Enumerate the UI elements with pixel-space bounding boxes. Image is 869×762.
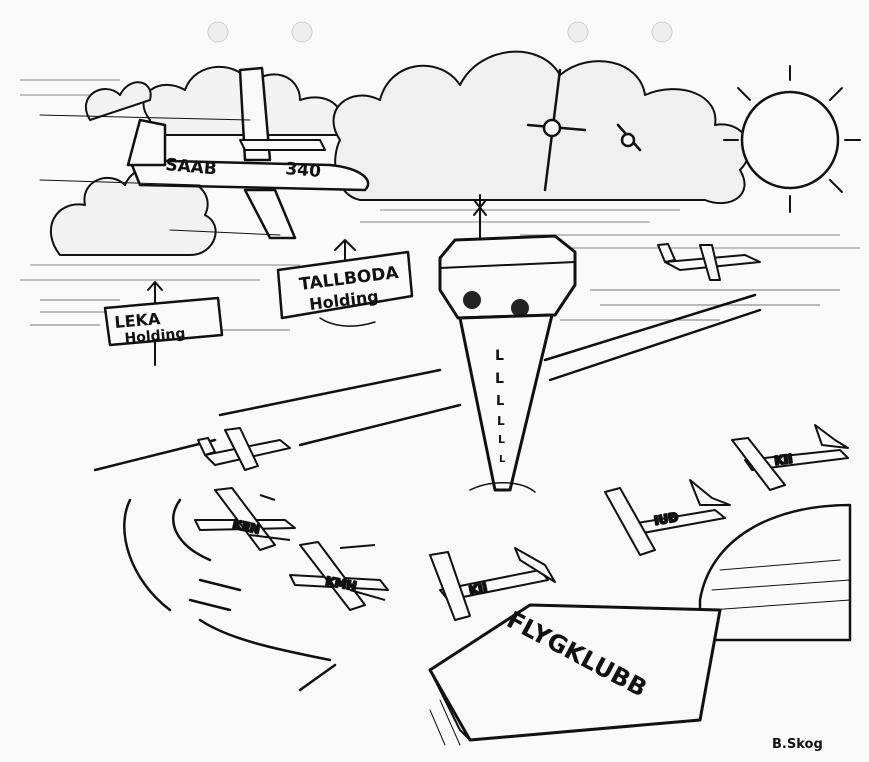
tower-mark-2: L: [495, 371, 504, 387]
taxiing-aircraft-1: [197, 427, 291, 471]
landing-aircraft-right: [657, 243, 761, 281]
sun: [723, 65, 861, 213]
aircraft-reg-kmh: KMH: [324, 574, 357, 593]
parked-aircraft-kii-center: KII: [429, 547, 556, 621]
ground-hatching: [30, 289, 840, 331]
saab-340-airliner: SAAB 340: [39, 66, 370, 240]
control-tower: L L L L L L: [438, 194, 577, 493]
runway-lines: [93, 293, 762, 692]
aircraft-reg-kii-right: KII: [773, 452, 793, 468]
parked-aircraft-ken: KEN: [194, 487, 296, 551]
aircraft-reg-kii-center: KII: [468, 580, 489, 597]
leka-sign-line2: Holding: [124, 326, 186, 347]
parked-aircraft-kii-right: KII: [731, 424, 849, 491]
tallboda-holding-sign: TALLBODA Holding: [276, 239, 414, 327]
tower-mark-6: L: [499, 454, 506, 465]
tower-mark-3: L: [496, 394, 504, 409]
airliner-livery-text: SAAB: [165, 155, 218, 179]
parked-aircraft-iud: IUD: [604, 479, 731, 556]
tower-mark-1: L: [495, 348, 504, 364]
diving-aircraft: [526, 68, 642, 192]
punch-holes: [207, 21, 673, 43]
artist-signature: B.Skog: [772, 737, 823, 752]
dome-hangar: [698, 503, 852, 642]
leka-holding-sign: LEKA Holding: [103, 281, 224, 366]
airliner-type-text: 340: [285, 159, 322, 182]
leka-sign-line1: LEKA: [114, 309, 162, 332]
parked-aircraft-kmh: KMH: [289, 541, 389, 611]
tower-mark-5: L: [498, 433, 505, 446]
tower-mark-4: L: [497, 414, 505, 428]
aircraft-reg-iud: IUD: [653, 510, 679, 528]
aircraft-reg-ken: KEN: [231, 517, 261, 536]
flygklubb-building: FLYGKLUBB: [428, 603, 722, 746]
